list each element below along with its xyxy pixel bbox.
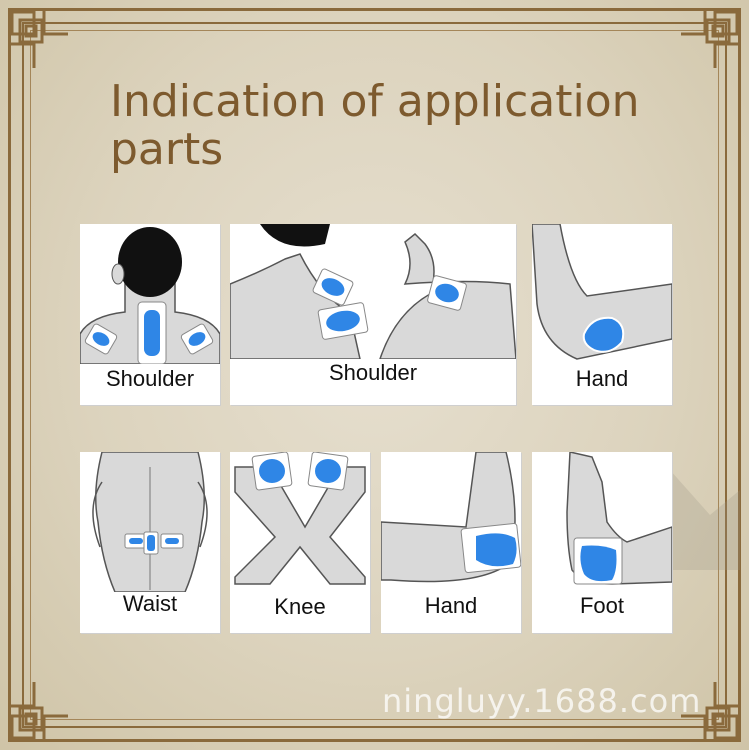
corner-ornament-icon: [8, 682, 68, 742]
panel-knee: Knee: [230, 452, 370, 633]
panel-label: Hand: [575, 366, 629, 391]
foot-illustration-icon: [566, 452, 672, 585]
panel-label: Hand: [424, 593, 478, 618]
panel-waist: Waist: [80, 452, 220, 633]
shoulder-illustration-icon: [230, 224, 516, 359]
panel-label: Foot: [579, 593, 625, 618]
elbow-illustration-icon: [532, 224, 672, 360]
ornamental-border-inner: [22, 22, 727, 728]
panel-hand-elbow: Hand: [532, 224, 672, 405]
panel-shoulder-side: Shoulder: [230, 224, 516, 405]
page-title: Indication of application parts: [110, 76, 640, 175]
ornamental-border-line: [30, 30, 719, 720]
watermark-text: ningluyy.1688.com: [382, 682, 702, 720]
corner-ornament-icon: [681, 8, 741, 68]
panel-hand-arm: Hand: [381, 452, 521, 633]
waist-illustration-icon: [92, 452, 208, 592]
panel-foot: Foot: [532, 452, 672, 633]
ornamental-border-outer: [8, 8, 741, 742]
panel-label: Shoulder: [105, 366, 195, 391]
neck-shoulder-illustration-icon: [80, 227, 220, 364]
panel-label: Waist: [122, 591, 178, 616]
knee-illustration-icon: [234, 452, 366, 585]
corner-ornament-icon: [8, 8, 68, 68]
panel-label: Shoulder: [328, 360, 418, 385]
panel-label: Knee: [274, 594, 326, 619]
panel-shoulder-back: Shoulder: [80, 224, 220, 405]
arm-illustration-icon: [381, 452, 521, 583]
corner-ornament-icon: [681, 682, 741, 742]
